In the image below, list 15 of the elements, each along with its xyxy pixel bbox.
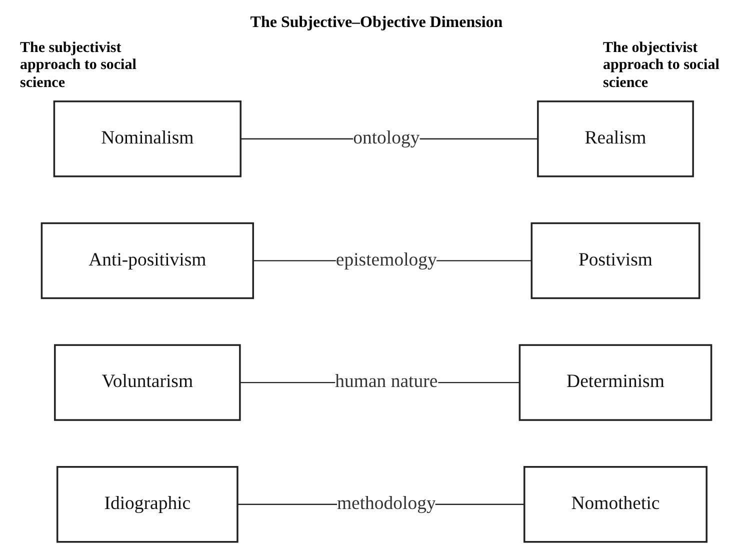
node-box: Voluntarism (54, 344, 241, 421)
node-box: Idiographic (56, 466, 238, 542)
edge-label: methodology (336, 494, 436, 514)
node-box: Nomothetic (524, 466, 708, 542)
edge-label: human nature (335, 372, 438, 392)
node-box: Postivism (530, 222, 700, 299)
node-box: Determinism (518, 344, 712, 421)
node-box: Nominalism (53, 100, 242, 177)
column-heading: The subjectivist approach to social science (20, 40, 138, 92)
edge-label: epistemology (336, 250, 437, 270)
column-heading: The objectivist approach to social science (603, 40, 720, 92)
node-box: Realism (537, 100, 694, 177)
node-box: Anti-positivism (40, 222, 254, 299)
edge-label: ontology (353, 128, 420, 148)
diagram-title: The Subjective–Objective Dimension (250, 14, 503, 32)
